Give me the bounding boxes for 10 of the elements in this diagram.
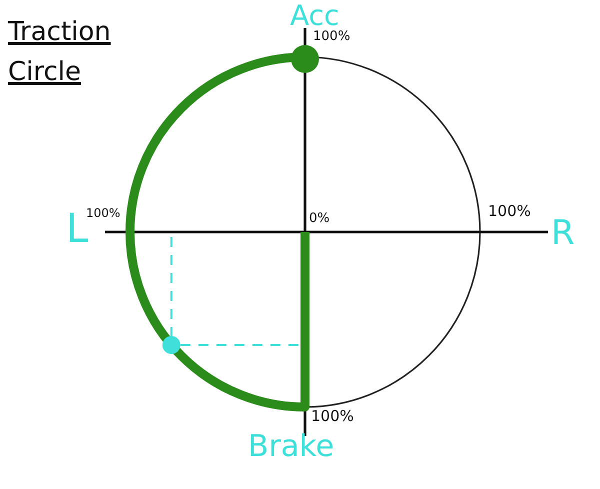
direction-label: Acc: [290, 0, 340, 32]
percent-label: 100%: [313, 30, 350, 45]
percent-label: 100%: [311, 408, 354, 426]
percent-label: 100%: [86, 207, 120, 220]
direction-label: L: [66, 206, 88, 252]
diagram-title: Traction Circle: [8, 16, 112, 89]
direction-label: R: [551, 214, 575, 254]
percent-label: 100%: [488, 203, 531, 220]
direction-label: Brake: [248, 430, 334, 464]
percent-label: 0%: [309, 212, 330, 227]
